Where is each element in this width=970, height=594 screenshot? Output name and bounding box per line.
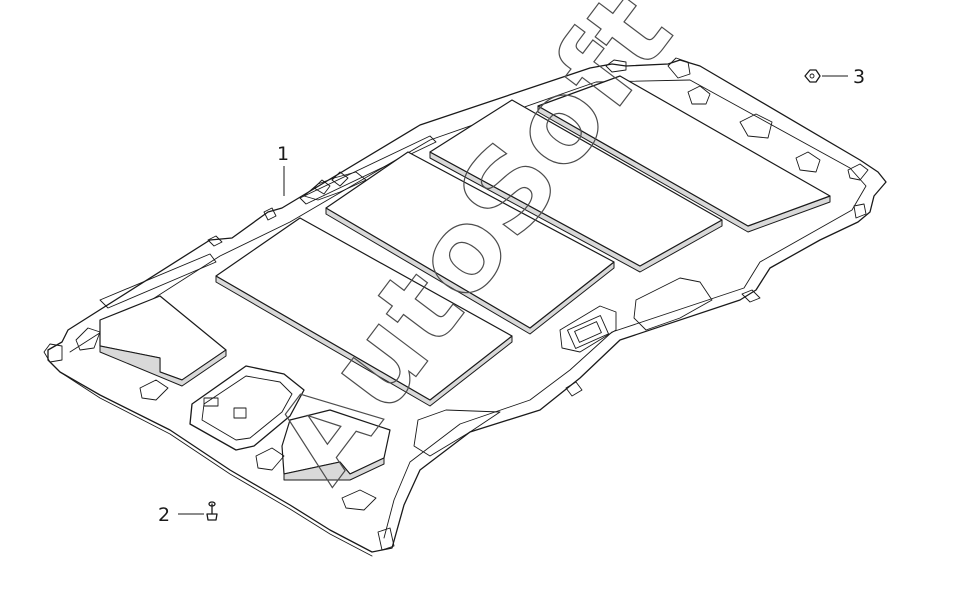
pad-1 <box>215 217 513 401</box>
console-slot-2 <box>203 397 219 407</box>
left-visor-pad-edge <box>99 345 227 387</box>
mirror-bracket-clip-2 <box>331 171 349 187</box>
rear-bracket-3 <box>795 151 821 173</box>
roof-rail-recess-left <box>99 253 217 309</box>
pad-3 <box>429 99 723 267</box>
rear-bracket-2 <box>739 113 773 139</box>
clip-3-hole <box>809 73 815 79</box>
grab-handle-recess-1 <box>559 305 617 353</box>
part-2-pin <box>206 501 218 521</box>
clip-3-body <box>804 69 821 83</box>
lamp-seat-left <box>139 379 169 401</box>
part-3-clip <box>804 69 821 83</box>
callout-3-label: 3 <box>853 66 865 88</box>
rear-clip-2 <box>667 57 691 79</box>
overhead-console <box>189 365 305 451</box>
left-clip-1 <box>43 343 63 363</box>
headliner-outline <box>47 59 887 553</box>
right-clip-2 <box>853 203 867 219</box>
rear-lamp-switch <box>567 315 609 349</box>
callout-1: 1 <box>277 143 289 196</box>
side-clip-1 <box>565 381 583 397</box>
side-recess-3 <box>413 409 501 457</box>
headliner-front-edge <box>59 371 373 557</box>
lamp-seat-center <box>255 447 285 471</box>
side-clip-2 <box>741 289 761 303</box>
mirror-bracket-clip <box>313 179 331 195</box>
sunroof-pad-group <box>215 75 831 407</box>
left-clip-2 <box>263 207 277 221</box>
callout-3: 3 <box>822 66 865 88</box>
callout-2: 2 <box>158 504 204 526</box>
rear-view-mirror-bracket <box>303 171 367 201</box>
grab-handle-recess-2 <box>633 277 713 331</box>
lamp-seat-right <box>341 489 377 511</box>
pad-4 <box>537 75 831 227</box>
callout-1-label: 1 <box>277 143 289 165</box>
pin-2-base <box>206 513 218 521</box>
right-clip-1 <box>847 163 869 181</box>
left-clip-3 <box>207 235 223 247</box>
pin-2-head <box>208 501 216 507</box>
callout-2-label: 2 <box>158 504 170 526</box>
front-components <box>75 295 391 511</box>
right-visor-pad-edge <box>283 457 385 481</box>
console-slot-1 <box>233 407 247 419</box>
front-left-cutout <box>75 327 101 351</box>
pad-2 <box>325 151 615 329</box>
front-clip-1 <box>377 527 395 551</box>
rear-clip-1 <box>605 59 627 73</box>
overhead-console-inner <box>201 375 293 441</box>
roof-rail-recess-top <box>299 135 437 205</box>
mirror-bracket-body <box>303 171 367 201</box>
rear-lamp-switch-inner <box>574 321 602 343</box>
rear-bracket-1 <box>687 85 711 105</box>
